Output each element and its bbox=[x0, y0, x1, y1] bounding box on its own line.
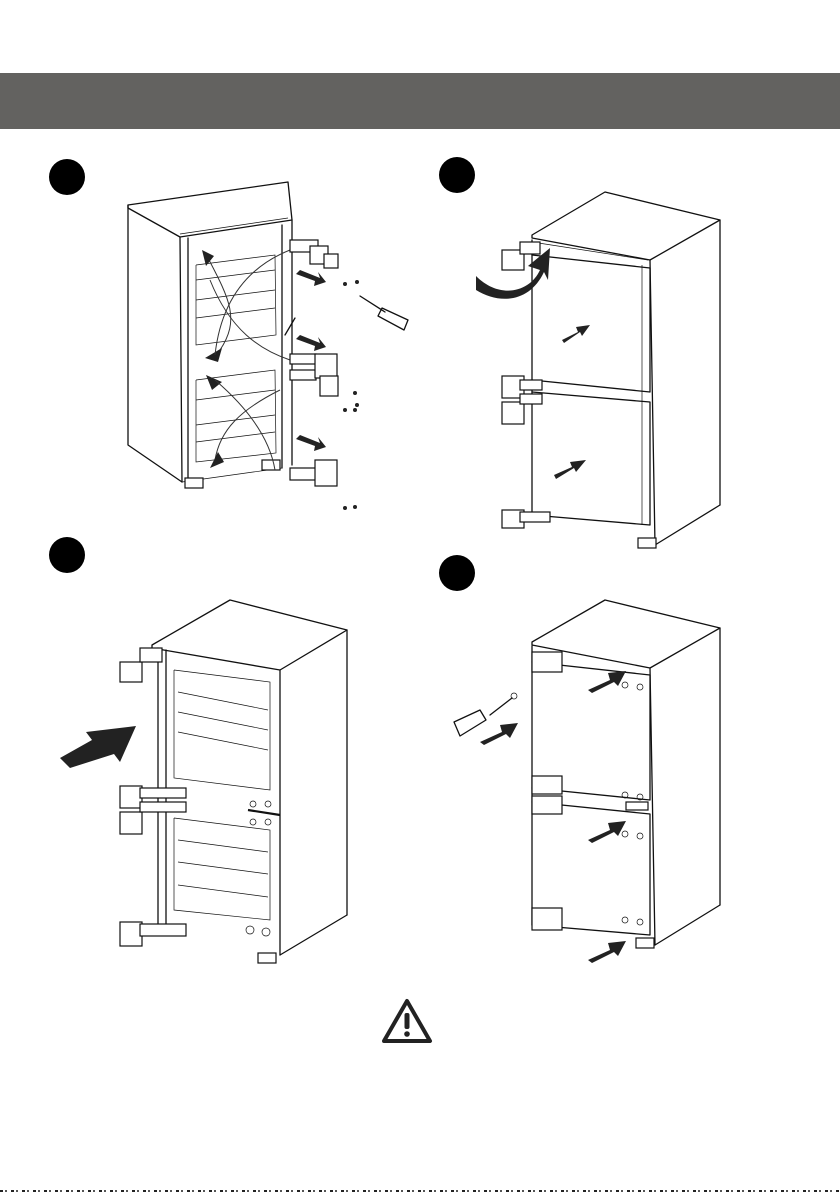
step-marker-3 bbox=[49, 537, 85, 573]
direction-arrow-icon bbox=[480, 723, 518, 745]
door-handle-bracket bbox=[247, 800, 281, 826]
screw-icon bbox=[343, 280, 359, 510]
move-arrows bbox=[202, 249, 291, 471]
fridge-cabinet-open bbox=[151, 599, 348, 964]
step-marker-1 bbox=[49, 159, 85, 195]
direction-arrow-icon bbox=[588, 671, 626, 693]
direction-arrow-icon bbox=[588, 821, 626, 843]
direction-arrow-icon bbox=[588, 941, 626, 963]
hinge-icon bbox=[531, 651, 649, 931]
hinge-bottom bbox=[289, 435, 338, 487]
illustration-step-4 bbox=[453, 599, 721, 963]
header-band bbox=[0, 73, 840, 129]
hinge-top bbox=[289, 239, 339, 286]
illustration-step-2 bbox=[476, 191, 721, 549]
fridge-cabinet-open bbox=[127, 181, 293, 489]
illustration-step-1 bbox=[127, 181, 409, 510]
direction-arrow-icon bbox=[60, 726, 136, 768]
screwdriver-icon bbox=[453, 692, 518, 737]
illustration-step-3 bbox=[60, 599, 348, 964]
rotate-arrow-icon bbox=[476, 248, 550, 299]
fridge-with-doors bbox=[531, 599, 721, 949]
step-marker-2 bbox=[439, 157, 475, 193]
fridge-with-doors bbox=[531, 191, 721, 546]
hinge-icon bbox=[501, 241, 657, 549]
warning-triangle-icon bbox=[382, 999, 432, 1043]
hinge-icon bbox=[119, 647, 187, 947]
page-bottom-edge bbox=[0, 1190, 840, 1192]
screwdriver-icon bbox=[284, 295, 409, 336]
direction-arrow-icon bbox=[562, 325, 590, 343]
hinge-middle bbox=[289, 335, 339, 397]
step-marker-4 bbox=[439, 555, 475, 591]
direction-arrow-icon bbox=[554, 460, 586, 479]
